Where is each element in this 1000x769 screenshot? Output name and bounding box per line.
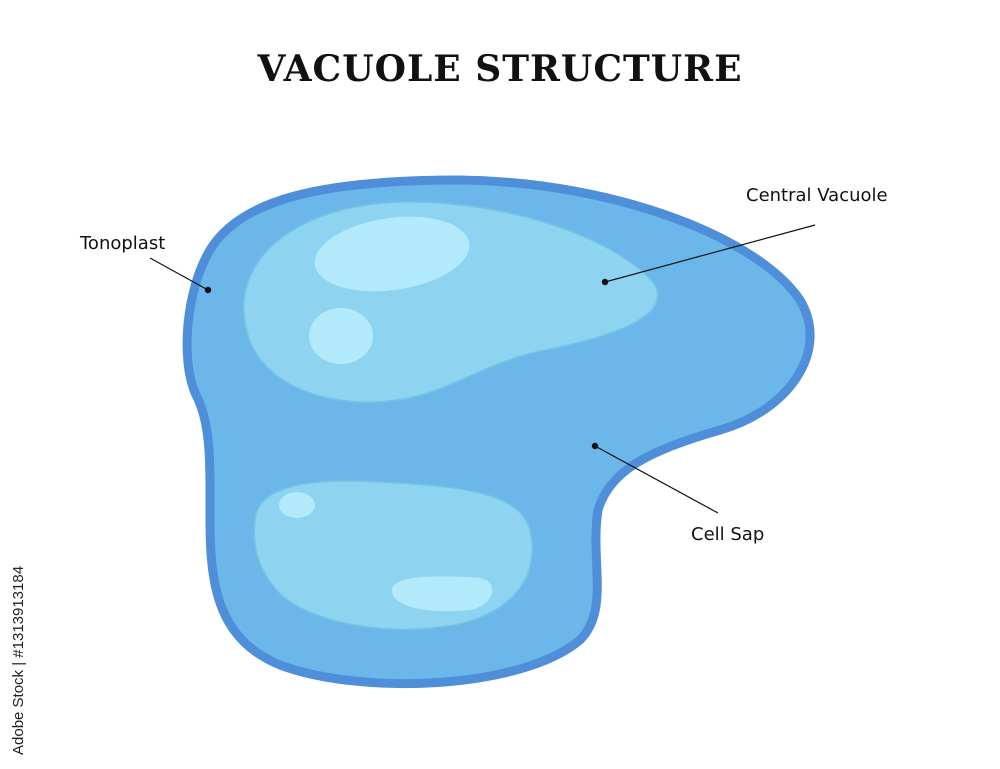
highlight-lower-large [392, 576, 493, 612]
leader-line-cell-sap [594, 445, 719, 514]
leader-dot-central-vacuole [601, 278, 609, 286]
label-cell-sap: Cell Sap [691, 524, 764, 545]
diagram-title: VACUOLE STRUCTURE [257, 48, 743, 90]
label-tonoplast: Tonoplast [79, 233, 165, 254]
leader-line-central-vacuole [604, 224, 816, 283]
label-central-vacuole: Central Vacuole [746, 185, 888, 206]
leader-dot-cell-sap [591, 442, 599, 450]
stock-credit: Adobe Stock | #1313913184 [10, 565, 27, 755]
highlight-upper-small [309, 308, 373, 364]
leader-dot-tonoplast [204, 286, 212, 294]
highlight-lower-small [279, 492, 315, 518]
highlight-upper-large [314, 216, 470, 292]
leader-line-tonoplast [149, 257, 209, 291]
